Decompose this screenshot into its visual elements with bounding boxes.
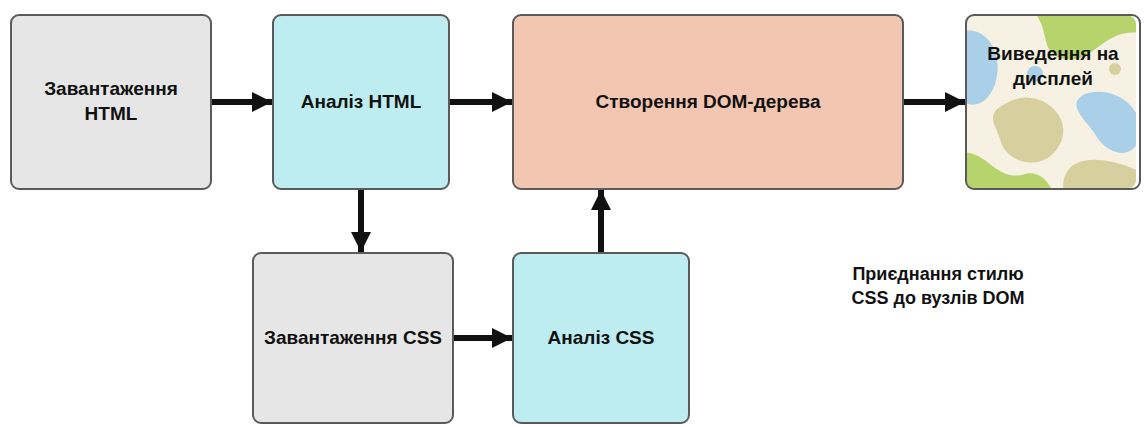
flow-arrow	[598, 190, 604, 252]
node-text: Завантаження HTML	[12, 77, 210, 126]
node-text: Аналіз HTML	[291, 90, 432, 115]
process-box: Аналіз CSS	[512, 252, 690, 424]
node-text: Аналіз CSS	[538, 326, 665, 351]
flow-arrow	[454, 335, 512, 341]
flow-arrow	[358, 190, 364, 252]
output-box: Виведення на дисплей	[965, 14, 1141, 190]
flow-arrow	[212, 99, 272, 105]
node-text: Створення DOM-дерева	[585, 90, 830, 115]
process-box: Завантаження CSS	[252, 252, 454, 424]
process-box: Аналіз HTML	[272, 14, 450, 190]
edge-label: Приєднання стилю CSS до вузлів DOM	[838, 262, 1038, 311]
display-illustration	[965, 14, 1137, 190]
flow-arrow	[450, 99, 512, 105]
node-text: Завантаження CSS	[254, 326, 452, 351]
node-text: Виведення на дисплей	[967, 42, 1139, 91]
process-box: Завантаження HTML	[10, 14, 212, 190]
process-box: Створення DOM-дерева	[512, 14, 904, 190]
flow-arrow	[904, 99, 965, 105]
